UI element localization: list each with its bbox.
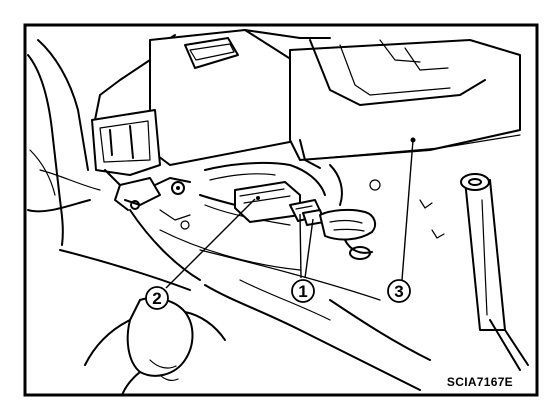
leader-line-1a [299,213,302,279]
leader-line-1b [304,218,314,279]
leader-line-3 [401,139,414,281]
callout-1: 1 [291,279,315,303]
callout-2: 2 [145,286,169,310]
callout-3-number: 3 [394,282,403,301]
leader-lines [165,137,416,289]
callout-2-number: 2 [152,289,161,308]
leader-line-2 [165,198,256,289]
line-drawing [27,29,529,396]
callout-3: 3 [387,279,411,303]
callout-1-number: 1 [298,282,307,301]
leader-dot-3 [410,137,416,143]
figure-code: SCIA7167E [447,375,513,389]
